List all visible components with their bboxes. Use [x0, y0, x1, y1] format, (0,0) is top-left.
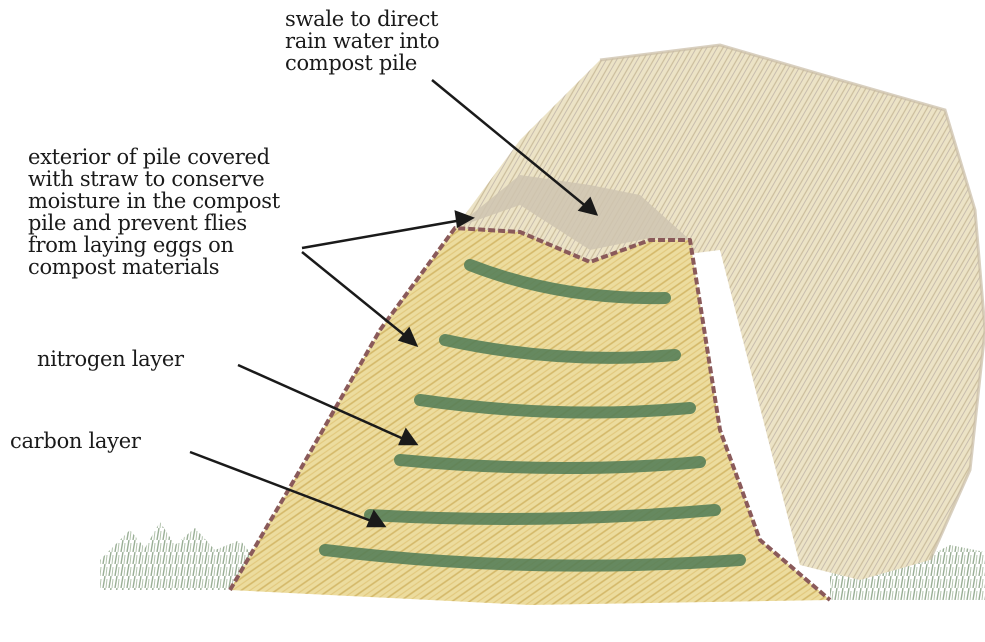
arrow-exterior-side [302, 252, 408, 338]
label-exterior: exterior of pile covered with straw to c… [28, 146, 280, 278]
label-nitrogen-layer: nitrogen layer [37, 348, 184, 370]
label-carbon-layer: carbon layer [10, 430, 141, 452]
arrow-exterior-top [302, 220, 462, 248]
label-swale: swale to direct rain water into compost … [285, 8, 439, 74]
